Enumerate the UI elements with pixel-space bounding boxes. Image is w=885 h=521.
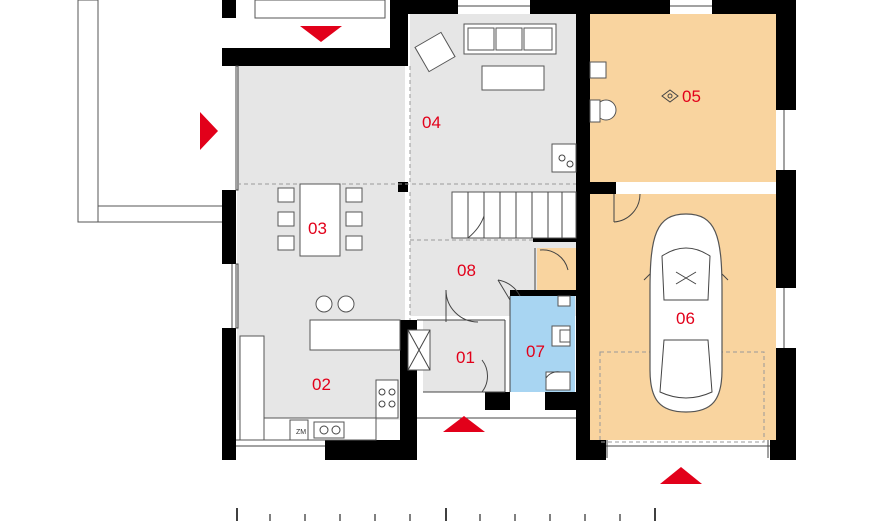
walls xyxy=(222,0,796,460)
fridge-label: ZM xyxy=(296,429,306,436)
floor-utility xyxy=(590,14,776,182)
doors xyxy=(407,193,641,393)
armchair-icon xyxy=(414,31,456,73)
floor-hall-closet xyxy=(537,248,577,290)
terrace xyxy=(77,0,386,223)
room-label-08: 08 xyxy=(457,261,476,280)
room-label-05: 05 xyxy=(682,87,701,106)
kitchen-unit-living xyxy=(551,143,577,173)
room-label-06: 06 xyxy=(676,309,695,328)
sofa-icon xyxy=(463,23,557,55)
room-label-03: 03 xyxy=(308,219,327,238)
kitchen-island xyxy=(309,295,401,351)
car-icon xyxy=(643,213,729,413)
room-label-01: 01 xyxy=(456,348,475,367)
zone-lines xyxy=(237,66,765,443)
entry-arrow-icon xyxy=(660,467,702,484)
entry-arrow-icon xyxy=(300,26,342,42)
inner-lines xyxy=(231,5,785,458)
utility-fixtures xyxy=(589,61,679,123)
entry-arrow-icon xyxy=(443,416,485,432)
bathroom-fixtures xyxy=(545,295,571,391)
room-label-04: 04 xyxy=(422,113,441,132)
stairs-icon xyxy=(451,191,577,239)
kitchen-counter xyxy=(239,335,399,441)
room-label-07: 07 xyxy=(526,342,545,361)
dining-table xyxy=(277,183,363,257)
entry-arrow-icon xyxy=(200,112,218,150)
dimension-line xyxy=(236,508,656,521)
coffee-table xyxy=(481,65,545,91)
room-label-02: 02 xyxy=(312,375,331,394)
